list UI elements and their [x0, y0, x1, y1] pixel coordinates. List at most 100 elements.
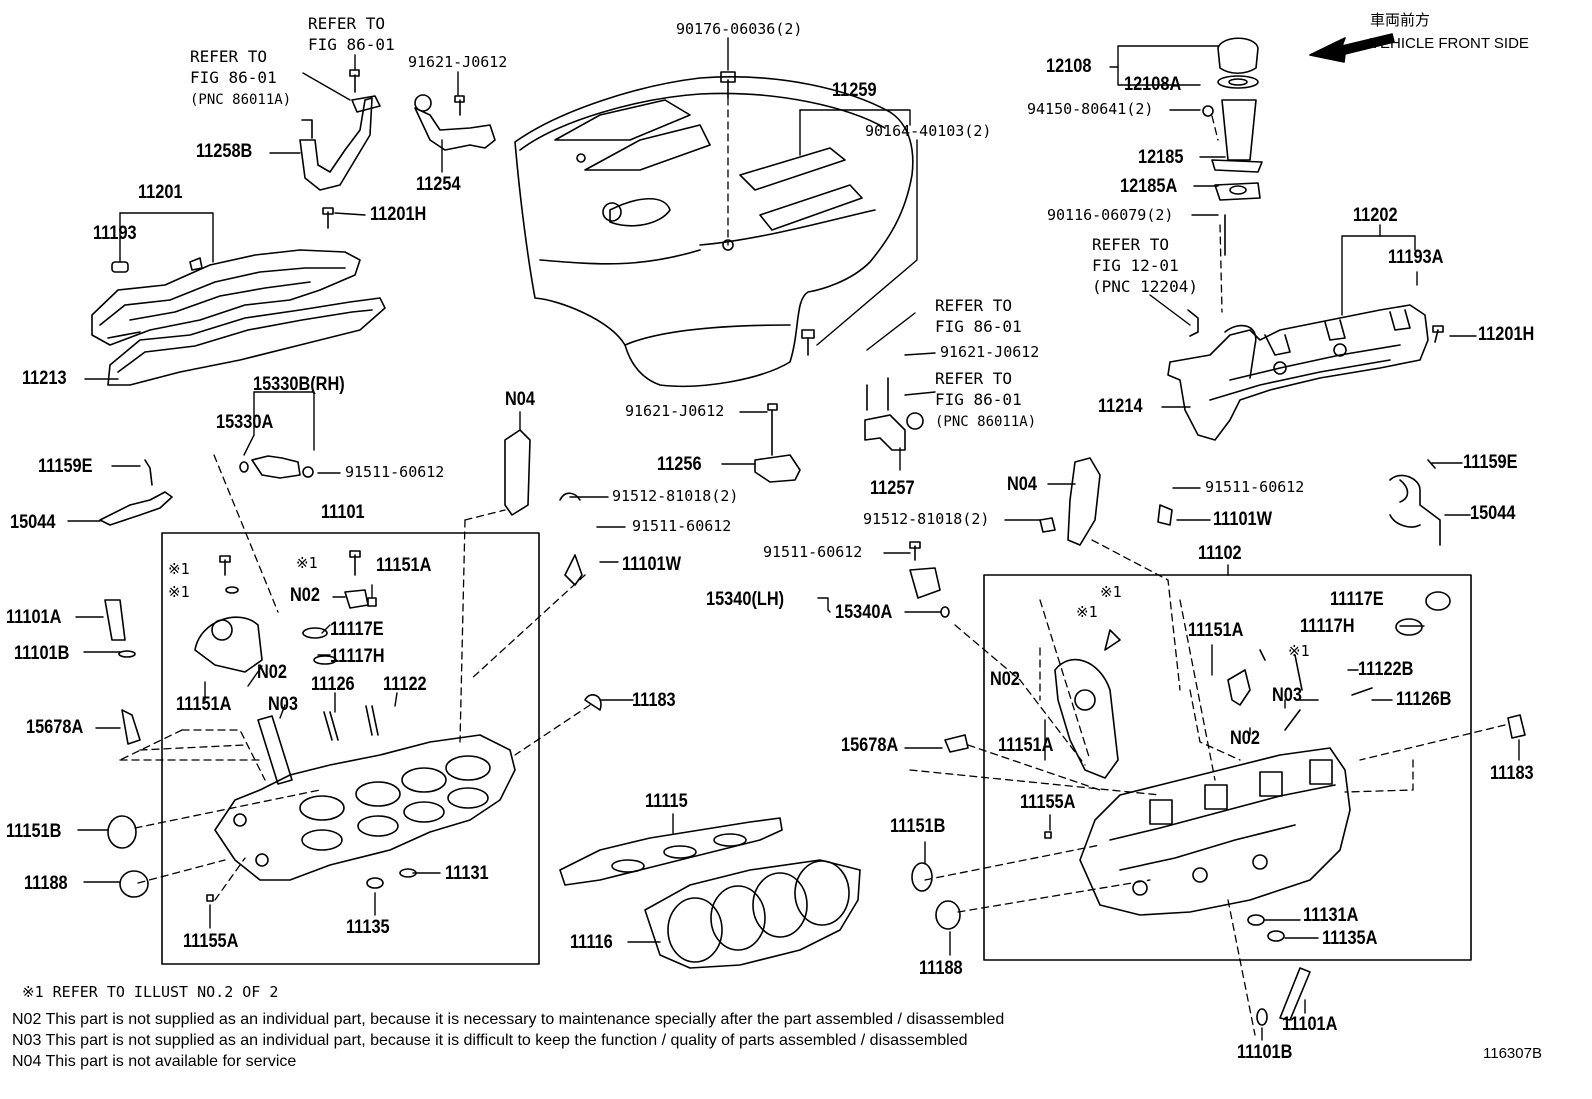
part-label: 12108A	[1124, 74, 1182, 95]
part-label: 11159E	[38, 456, 93, 477]
part-label: 11151A	[1188, 620, 1244, 641]
part-label: 11183	[632, 690, 676, 711]
refer-fig12: REFER TO FIG 12-01 (PNC 12204)	[1092, 234, 1198, 297]
leader-lines	[67, 37, 1520, 1041]
part-label: 11151B	[890, 816, 946, 837]
part-label: 11155A	[1020, 792, 1076, 813]
ref-line: (PNC 12204)	[1092, 277, 1198, 296]
part-label: 15340A	[835, 602, 893, 623]
part-label: 11201H	[370, 204, 427, 225]
part-label: 12185	[1138, 147, 1184, 168]
part-label: 11214	[1098, 396, 1143, 417]
part-label: 91511-60612	[1205, 478, 1305, 496]
dashed-lines	[119, 97, 1506, 1036]
bracket-11254-drawing	[414, 94, 496, 151]
part-label: 91512-81018(2)	[863, 510, 990, 528]
part-label: ※1	[168, 583, 190, 601]
figure-id: 116307B	[1483, 1045, 1542, 1062]
part-label: 15044	[1470, 503, 1516, 524]
refer-fig86-d: REFER TO FIG 86-01 (PNC 86011A)	[935, 368, 1036, 433]
part-label: 15678A	[26, 717, 84, 738]
footnote: N03 This part is not supplied as an indi…	[12, 1032, 968, 1049]
ref-line: REFER TO	[1092, 235, 1170, 254]
part-label: 91621-J0612	[940, 343, 1040, 361]
part-label: 11131A	[1303, 905, 1359, 926]
part-label: 91511-60612	[632, 517, 732, 535]
part-label: 11213	[22, 368, 67, 389]
ref-line: FIG 86-01	[935, 390, 1022, 409]
part-label: 11126B	[1396, 689, 1452, 710]
bracket-11257-drawing	[864, 377, 924, 451]
part-label: 11151A	[998, 735, 1054, 756]
part-label: 11117H	[1300, 616, 1355, 637]
hose-15044-left-drawing	[99, 459, 173, 526]
refer-fig86-a: REFER TO FIG 86-01	[308, 13, 395, 55]
part-label: 11122	[383, 674, 427, 695]
part-label: 11115	[645, 791, 688, 812]
part-label: 11101B	[14, 643, 70, 664]
part-label: 11254	[416, 174, 461, 195]
front-arrow-icon	[1309, 33, 1395, 63]
part-label: 11188	[24, 873, 68, 894]
footnote: ※1 REFER TO ILLUST NO.2 OF 2	[22, 983, 279, 1001]
part-label: 15330B(RH)	[253, 374, 345, 395]
part-label: 15044	[10, 512, 56, 533]
footnote: N04 This part is not available for servi…	[12, 1053, 297, 1070]
part-label: 11151A	[176, 694, 232, 715]
part-label: 94150-80641(2)	[1027, 100, 1154, 118]
part-label: 91512-81018(2)	[612, 487, 739, 505]
part-label: 11257	[870, 478, 915, 499]
part-label: 11193A	[1388, 247, 1444, 268]
part-label: 11117E	[1330, 589, 1384, 610]
fasteners	[322, 71, 1444, 561]
box-11101	[161, 532, 540, 965]
ref-line: FIG 86-01	[935, 317, 1022, 336]
part-label: 11155A	[183, 931, 239, 952]
part-label: 11117H	[330, 646, 385, 667]
hose-15044-right-drawing	[1389, 459, 1441, 546]
ref-line: FIG 86-01	[190, 68, 277, 87]
part-label: N04	[505, 389, 535, 410]
bracket-ref-86-drawing	[349, 69, 381, 113]
part-label: 11122B	[1358, 659, 1414, 680]
valve-cover-lh-drawing	[91, 249, 361, 346]
part-label: ※1	[1100, 583, 1122, 601]
part-label: 11193	[93, 223, 137, 244]
part-label: N04	[1007, 474, 1037, 495]
ref-line: REFER TO	[308, 14, 386, 33]
part-label: 11135A	[1322, 928, 1378, 949]
part-label: ※1	[1288, 642, 1310, 660]
part-label: 11201H	[1478, 324, 1535, 345]
part-label: 11159E	[1463, 452, 1518, 473]
bracket-11258b-drawing	[299, 97, 373, 191]
part-label: 90176-06036(2)	[676, 20, 803, 38]
part-label: ※1	[1076, 603, 1098, 621]
part-label: 11101	[321, 502, 365, 523]
part-label: N02	[290, 585, 320, 606]
rh-small-parts	[909, 457, 1526, 1026]
part-label: 11126	[311, 674, 355, 695]
refer-fig86-b: REFER TO FIG 86-01 (PNC 86011A)	[190, 46, 291, 111]
bracket-11256-drawing	[754, 403, 801, 483]
part-label: 90116-06079(2)	[1047, 206, 1174, 224]
part-label: N02	[990, 669, 1020, 690]
refer-fig86-c: REFER TO FIG 86-01	[935, 295, 1022, 337]
ref-line: FIG 86-01	[308, 35, 395, 54]
part-label: N03	[268, 694, 298, 715]
cylinder-head-rh-drawing	[1079, 747, 1351, 916]
part-label: 11259	[832, 80, 877, 101]
front-side-jp: 車両前方	[1370, 12, 1431, 29]
part-label: 12108	[1046, 56, 1092, 77]
part-label: 91621-J0612	[625, 402, 725, 420]
ref-line: (PNC 86011A)	[190, 92, 292, 108]
ref-line: FIG 12-01	[1092, 256, 1179, 275]
part-label: 11151A	[376, 555, 432, 576]
gasket-11213-drawing	[107, 297, 386, 386]
ref-line: REFER TO	[935, 369, 1013, 388]
part-label: 11116	[570, 932, 613, 953]
part-label: N02	[1230, 728, 1260, 749]
lh-small-parts	[104, 429, 602, 902]
part-label: 11188	[919, 958, 963, 979]
